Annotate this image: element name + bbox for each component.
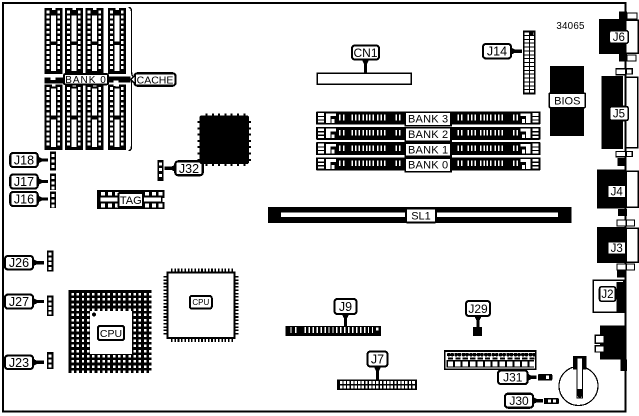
svg-text:J16: J16: [14, 193, 34, 207]
svg-text:J2: J2: [601, 289, 613, 301]
svg-text:BANK 0: BANK 0: [65, 75, 107, 86]
svg-text:CPU: CPU: [192, 298, 209, 307]
svg-text:J27: J27: [9, 295, 29, 309]
svg-text:J17: J17: [14, 175, 34, 189]
svg-text:J30: J30: [509, 394, 529, 408]
svg-text:J6: J6: [613, 32, 625, 44]
svg-text:34065: 34065: [556, 21, 585, 32]
svg-text:J23: J23: [9, 356, 29, 370]
svg-text:J29: J29: [468, 302, 488, 316]
svg-text:TAG: TAG: [120, 195, 142, 207]
svg-text:BIOS: BIOS: [554, 95, 580, 107]
svg-text:SL1: SL1: [411, 211, 431, 223]
svg-text:BANK 1: BANK 1: [408, 144, 448, 156]
svg-text:J32: J32: [179, 162, 199, 176]
svg-text:CACHE: CACHE: [137, 74, 174, 86]
svg-text:J18: J18: [14, 154, 34, 168]
svg-text:J5: J5: [613, 109, 625, 121]
svg-text:J7: J7: [371, 353, 384, 367]
svg-text:CN1: CN1: [353, 46, 377, 60]
svg-text:J3: J3: [611, 243, 623, 255]
svg-text:BANK 0: BANK 0: [408, 160, 448, 172]
svg-text:CPU: CPU: [100, 328, 122, 340]
svg-text:BANK 2: BANK 2: [408, 129, 448, 141]
svg-text:J31: J31: [503, 371, 523, 385]
svg-text:J4: J4: [611, 187, 624, 199]
svg-text:J26: J26: [9, 256, 29, 270]
svg-text:J14: J14: [487, 45, 507, 59]
svg-text:BANK 3: BANK 3: [408, 114, 448, 126]
svg-text:J9: J9: [339, 300, 352, 314]
